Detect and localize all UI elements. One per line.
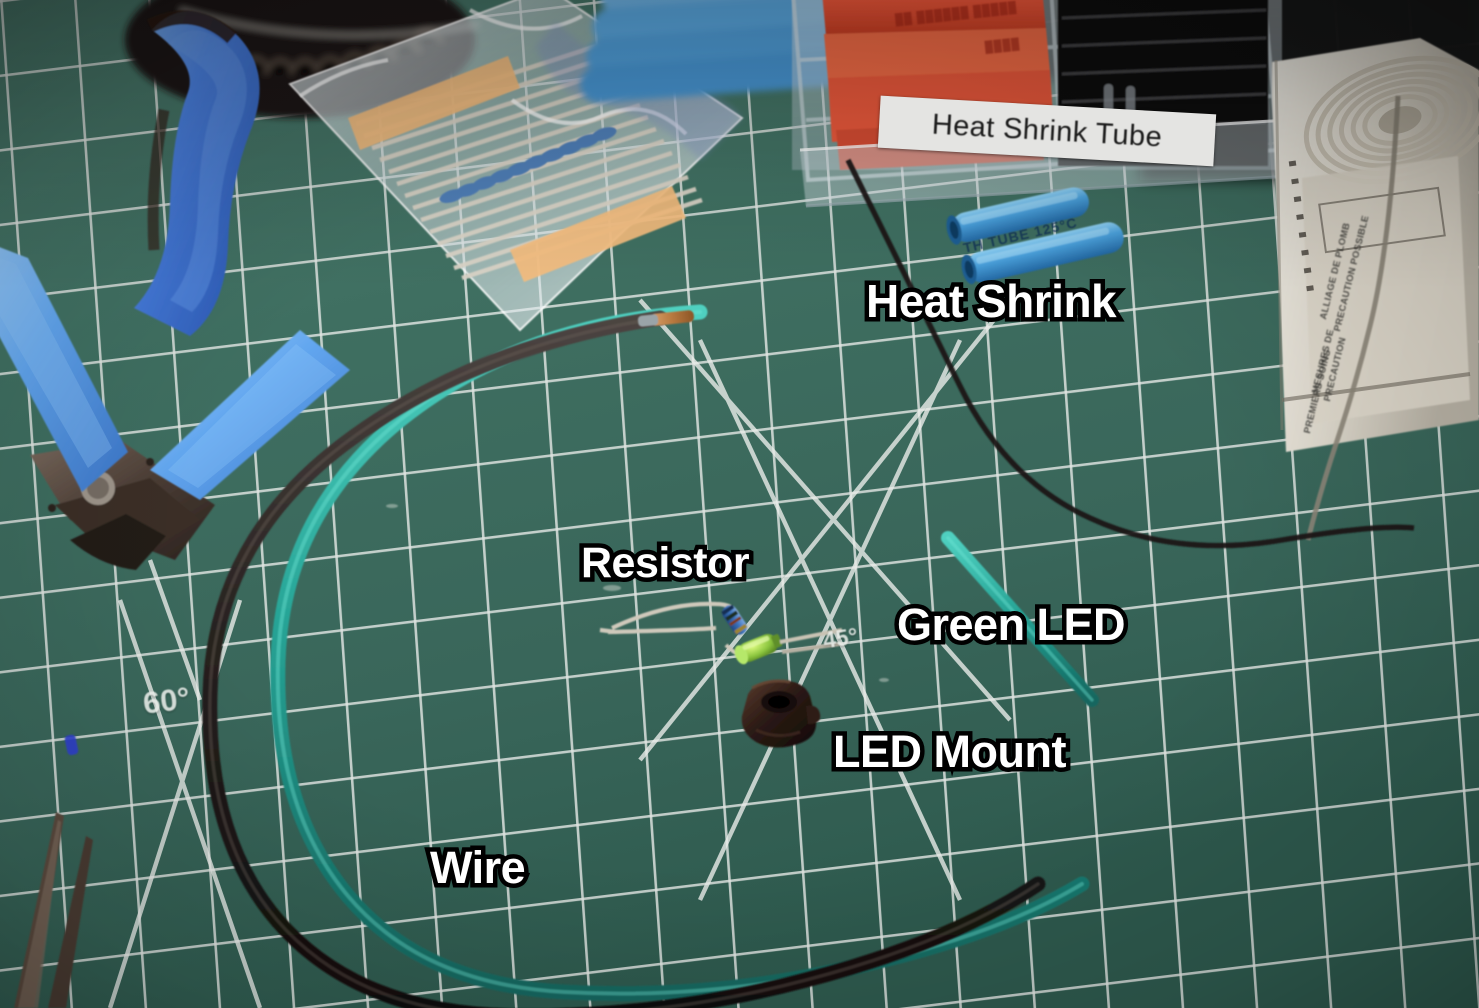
annotation-label-heat-shrink: Heat Shrink: [861, 274, 1121, 329]
parts-bin-shape: [580, 0, 1293, 208]
annotation-label-led-mount: LED Mount: [829, 725, 1071, 779]
flush-cutters-shape: [0, 247, 350, 570]
pliers-shape: [134, 10, 260, 336]
annotation-text-wire: Wire: [425, 841, 530, 895]
annotation-text-heat-shrink: Heat Shrink: [861, 274, 1121, 329]
annotation-text-green-led: Green LED: [892, 598, 1130, 652]
green-led-shape: [734, 628, 843, 665]
annotation-text-resistor: Resistor: [576, 537, 754, 589]
solder-spool-shape: [1272, 38, 1479, 452]
mat-angle-mark-45: 45°: [821, 622, 860, 654]
annotation-text-led-mount: LED Mount: [829, 725, 1071, 779]
led-mount-shape: [741, 679, 821, 748]
annotation-label-green-led: Green LED: [892, 598, 1130, 652]
mat-angle-mark-60: 60°: [140, 680, 192, 721]
tweezers-shape: [14, 812, 93, 1008]
parts-bin-label-text: Heat Shrink Tube: [931, 108, 1163, 153]
annotation-label-resistor: Resistor: [576, 537, 754, 589]
heat-shrink-offcuts-shape: [946, 187, 1124, 285]
annotation-label-wire: Wire: [425, 841, 530, 895]
